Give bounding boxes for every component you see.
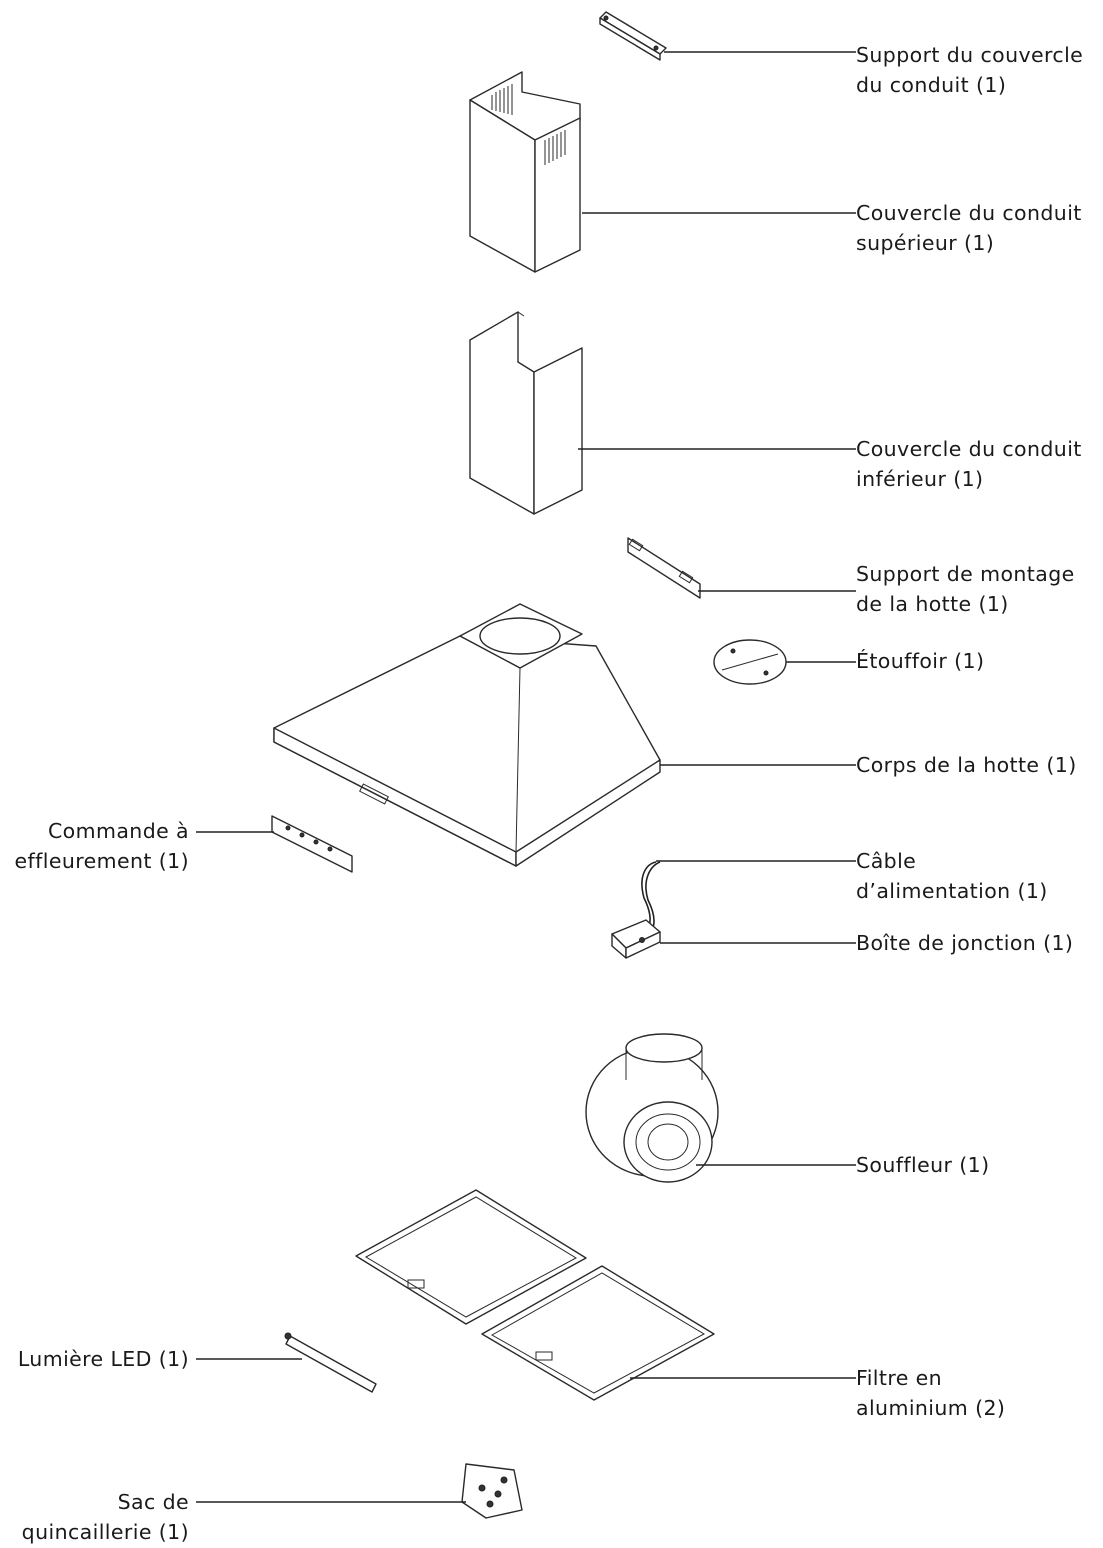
label-blower: Souffleur (1) bbox=[856, 1150, 989, 1180]
hood-mounting-bracket-illustration bbox=[627, 537, 701, 599]
label-line: inférieur (1) bbox=[856, 467, 984, 491]
label-line: aluminium (2) bbox=[856, 1396, 1006, 1420]
label-hardware-bag: Sac de quincaillerie (1) bbox=[22, 1487, 189, 1547]
label-touch-control: Commande à effleurement (1) bbox=[14, 816, 189, 876]
aluminum-filters-illustration bbox=[355, 1189, 715, 1401]
label-line: supérieur (1) bbox=[856, 231, 995, 255]
blower-illustration bbox=[585, 1033, 719, 1183]
junction-box-illustration bbox=[611, 919, 661, 959]
power-cable-illustration bbox=[641, 861, 661, 931]
label-line: Support du couvercle bbox=[856, 43, 1084, 67]
touch-control-illustration bbox=[271, 815, 353, 873]
label-lower-duct-cover: Couvercle du conduit inférieur (1) bbox=[856, 434, 1082, 494]
label-line: quincaillerie (1) bbox=[21, 1520, 189, 1544]
label-line: Sac de bbox=[117, 1490, 189, 1514]
label-hood-mounting-bracket: Support de montage de la hotte (1) bbox=[856, 559, 1075, 619]
label-line: Lumière LED (1) bbox=[17, 1347, 189, 1371]
label-line: Couvercle du conduit bbox=[856, 201, 1082, 225]
label-hood-body: Corps de la hotte (1) bbox=[856, 750, 1077, 780]
label-line: effleurement (1) bbox=[14, 849, 189, 873]
label-junction-box: Boîte de jonction (1) bbox=[856, 928, 1073, 958]
label-line: Étouffoir (1) bbox=[856, 649, 985, 673]
label-power-cable: Câble d’alimentation (1) bbox=[856, 846, 1048, 906]
label-line: d’alimentation (1) bbox=[856, 879, 1048, 903]
label-led-light: Lumière LED (1) bbox=[18, 1344, 189, 1374]
label-damper: Étouffoir (1) bbox=[856, 646, 984, 676]
label-line: Corps de la hotte (1) bbox=[856, 753, 1077, 777]
label-upper-duct-cover: Couvercle du conduit supérieur (1) bbox=[856, 198, 1082, 258]
label-duct-cover-bracket: Support du couvercle du conduit (1) bbox=[856, 40, 1083, 100]
damper-illustration bbox=[713, 639, 787, 685]
label-aluminum-filter: Filtre en aluminium (2) bbox=[856, 1363, 1005, 1423]
leader-lines bbox=[196, 51, 856, 1503]
duct-cover-bracket-illustration bbox=[599, 11, 667, 61]
label-line: Support de montage bbox=[856, 562, 1075, 586]
hood-body-illustration bbox=[273, 603, 661, 867]
lower-duct-cover-illustration bbox=[469, 311, 583, 515]
label-line: Câble bbox=[856, 849, 917, 873]
label-line: Boîte de jonction (1) bbox=[856, 931, 1074, 955]
label-line: Couvercle du conduit bbox=[856, 437, 1082, 461]
label-line: Commande à bbox=[47, 819, 189, 843]
label-line: du conduit (1) bbox=[856, 73, 1007, 97]
hardware-bag-illustration bbox=[461, 1463, 523, 1519]
led-light-illustration bbox=[284, 1332, 377, 1393]
upper-duct-cover-illustration bbox=[469, 71, 581, 273]
label-line: Filtre en bbox=[856, 1366, 943, 1390]
label-line: de la hotte (1) bbox=[856, 592, 1009, 616]
label-line: Souffleur (1) bbox=[856, 1153, 990, 1177]
